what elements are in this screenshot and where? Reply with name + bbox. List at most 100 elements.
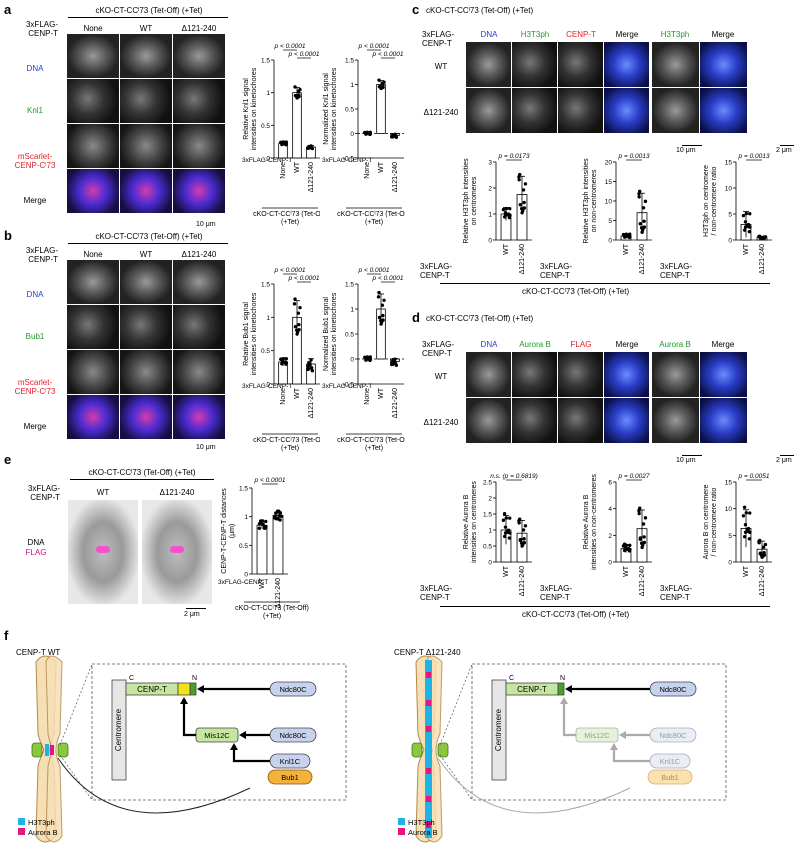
data-point [519, 206, 524, 211]
p-value-label: p < 0.0001 [254, 477, 286, 484]
panel-a-row-merge: Merge [23, 196, 47, 205]
panel-c-image-r0c1 [512, 42, 557, 87]
panel-a-image-r1c1 [120, 79, 172, 123]
condition-label: cKO-CT-CCˡ73 (Tet-Off) [337, 211, 405, 218]
category-label: WT [294, 161, 301, 173]
panel-e-condition: cKO-CT-CCˡ73 (Tet-Off) (+Tet) [88, 468, 196, 477]
data-point [637, 508, 641, 513]
wt-arrow-knl1-mis12 [232, 748, 270, 763]
data-point [628, 543, 632, 548]
wt-centromere-box [111, 679, 127, 781]
panel-c-construct: 3xFLAG-CENP-T [422, 30, 455, 48]
category-label: WT [378, 387, 385, 399]
panel-a-image-r3c1 [120, 169, 172, 213]
data-point [643, 199, 648, 204]
y-tick-label: 5 [728, 533, 732, 540]
data-point [748, 212, 752, 216]
y-tick-label: 1.5 [483, 512, 492, 519]
data-point [274, 511, 278, 515]
data-point [264, 519, 268, 524]
y-tick-label: 0 [266, 382, 270, 389]
panel-b-scale-label: 10 μm [196, 444, 216, 451]
panel-c-row-wt: WT [434, 62, 448, 71]
panel-b-col-delta: Δ121-240 [181, 250, 217, 259]
panel-d-image-r1c4 [652, 398, 699, 443]
data-point [381, 318, 385, 322]
y-axis-label: CENP-T-CENP-T distances [221, 488, 228, 574]
y-tick-label: 1.5 [345, 58, 354, 65]
bar [292, 92, 302, 159]
wt-arrow-mis12-cenpt [182, 702, 196, 737]
panel-a-construct: 3xFLAG-CENP-T [25, 20, 58, 38]
data-point [637, 195, 641, 199]
p-value-label: p < 0.0001 [274, 267, 306, 274]
panel-c-axis-construct-3: 3xFLAG-CENP-T [660, 262, 693, 280]
mut-legend-h3-label: H3T3ph [408, 818, 435, 827]
category-label: Δ121-240 [519, 566, 526, 596]
y-tick-label: 10 [725, 186, 733, 193]
panel-c-image-r1c5 [700, 88, 747, 133]
category-label: Δ121-240 [639, 566, 646, 596]
panel-c-col-2: CENP-T [566, 30, 596, 39]
data-point [522, 537, 526, 541]
y-tick-label: 2.5 [483, 480, 492, 487]
data-point [263, 526, 268, 530]
panel-d-condition-bracket [440, 606, 770, 607]
mut-mis12c-label: Mis12C [584, 731, 610, 740]
y-tick-label: 1 [350, 82, 354, 89]
y-tick-label: 1.5 [261, 282, 270, 289]
data-point [640, 230, 644, 234]
data-point [505, 529, 509, 533]
data-point [307, 144, 311, 149]
panel-b-image-r1c0 [67, 305, 119, 349]
mut-arrow-knl1-mis12 [612, 748, 650, 763]
data-point [763, 542, 768, 547]
category-label: WT [623, 243, 630, 255]
data-point [501, 518, 506, 522]
y-axis-label: Relative Bub1 signal [243, 302, 250, 366]
data-point [310, 369, 315, 373]
panel-c-image-r1c1 [512, 88, 557, 133]
data-point [508, 516, 512, 520]
panel-a-row-cenpc: mScarlet-CENP-Cˡ73 [14, 152, 56, 170]
panel-a-row-dna: DNA [26, 64, 44, 73]
y-tick-label: 0 [266, 156, 270, 163]
mut-centromere-label: Centromere [494, 708, 503, 751]
category-label: Δ121-240 [759, 566, 766, 596]
panel-a-row-knl1: Knl1 [26, 106, 43, 115]
y-tick-label: 1.5 [261, 58, 270, 65]
wt-cenpt-n [189, 682, 197, 696]
data-point [518, 537, 523, 542]
panel-b-image-r2c2 [173, 350, 225, 394]
y-tick-label: 20 [605, 160, 613, 167]
category-label: Δ121-240 [275, 578, 282, 608]
data-point [505, 212, 509, 217]
y-tick-label: 0 [728, 238, 732, 245]
p-value-label: p = 0.0013 [738, 153, 770, 160]
panel-d-image-r1c2 [558, 398, 603, 443]
panel-c-condition-bracket [440, 283, 770, 284]
panel-b-row-bub1: Bub1 [25, 332, 45, 341]
panel-a-col-wt: WT [139, 24, 153, 33]
panel-f-left-title: CENP-T WT [16, 648, 61, 657]
data-point [741, 514, 746, 518]
data-point [625, 547, 629, 551]
mut-cenpt-n [557, 682, 565, 696]
data-point [298, 305, 302, 310]
category-label: Δ121-240 [639, 244, 646, 274]
wt-legend-h3-swatch [18, 818, 25, 825]
panel-d-image-r1c5 [700, 398, 747, 443]
panel-e-scalebar [186, 608, 206, 609]
data-point [376, 295, 381, 299]
panel-c-axis-construct-1: 3xFLAG-CENP-T [420, 262, 453, 280]
data-point [297, 322, 301, 327]
panel-label-e: e [4, 452, 12, 467]
panel-d-scale-10-label: 10 μm [676, 457, 696, 464]
data-point [364, 132, 369, 136]
y-axis-label: intensities on kinetochores [251, 292, 258, 375]
y-tick-label: 0 [488, 238, 492, 245]
data-point [758, 551, 763, 555]
